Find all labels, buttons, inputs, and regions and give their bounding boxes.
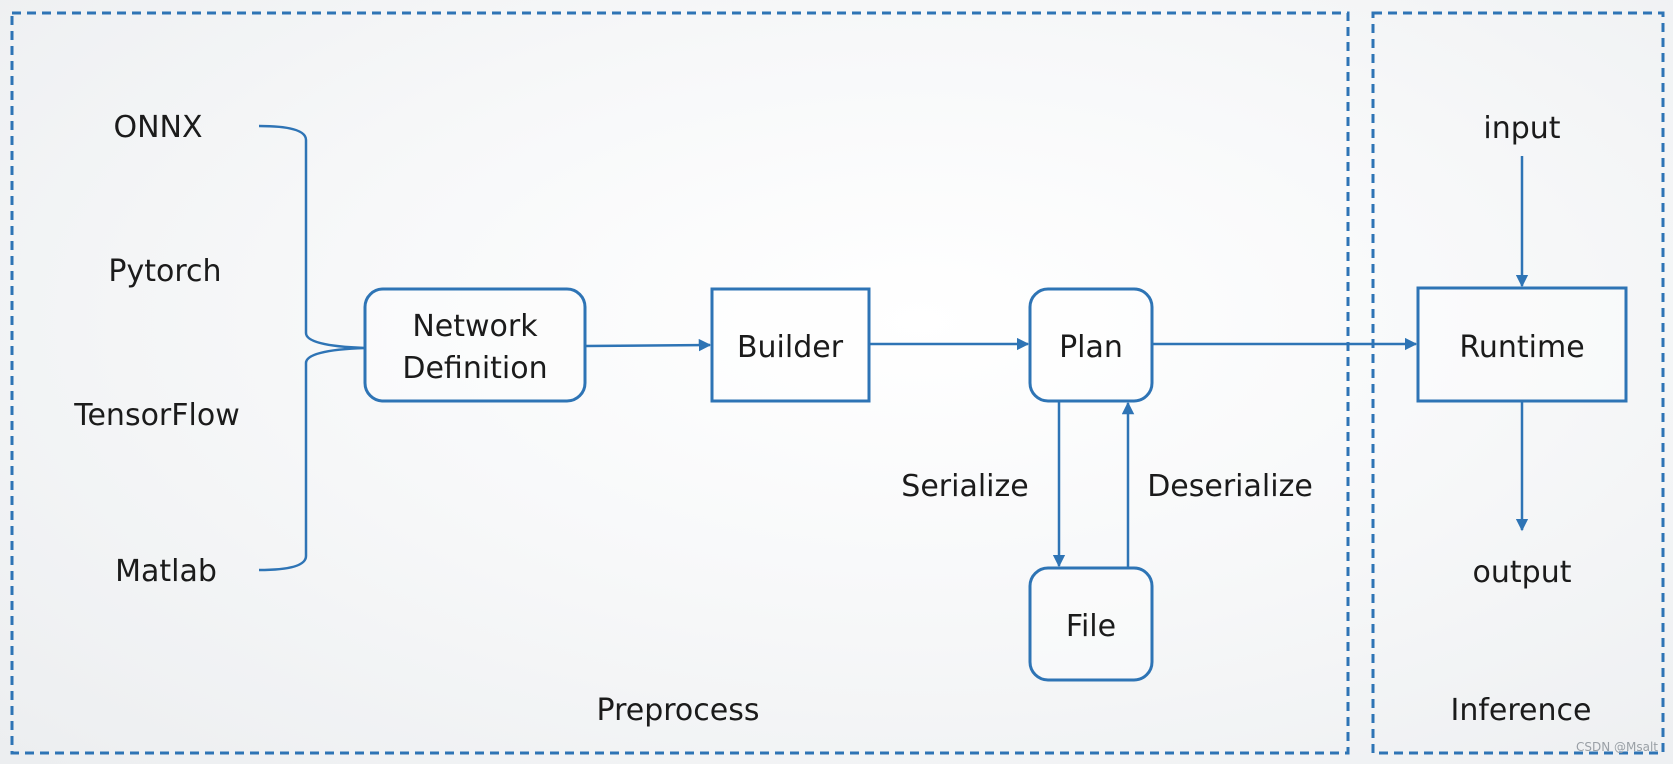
framework-brace	[258, 124, 366, 572]
serialize-label: Serialize	[901, 469, 1028, 504]
runtime-label: Runtime	[1459, 330, 1584, 365]
builder-label: Builder	[737, 330, 844, 365]
output-label: output	[1473, 555, 1572, 590]
preprocess-region	[10, 11, 1350, 755]
file-node	[1028, 566, 1154, 682]
file-label: File	[1066, 609, 1116, 644]
preprocess-label: Preprocess	[597, 693, 760, 728]
inference-region	[1371, 11, 1665, 755]
plan-label: Plan	[1059, 330, 1123, 365]
builder-node	[710, 287, 871, 403]
framework-tensorflow-label: TensorFlow	[73, 398, 240, 433]
framework-matlab-label: Matlab	[115, 554, 217, 589]
framework-pytorch-label: Pytorch	[108, 254, 221, 289]
inference-label: Inference	[1451, 693, 1592, 728]
runtime-node	[1416, 286, 1628, 403]
input-label: input	[1483, 111, 1560, 146]
edge-network-to-builder	[584, 338, 712, 352]
framework-onnx-label: ONNX	[113, 110, 202, 145]
deserialize-label: Deserialize	[1147, 469, 1313, 504]
watermark-text: CSDN @Msalt	[1576, 740, 1658, 754]
network-definition-label-line1: Network	[412, 309, 538, 344]
network-definition-label-line2: Definition	[402, 351, 547, 386]
